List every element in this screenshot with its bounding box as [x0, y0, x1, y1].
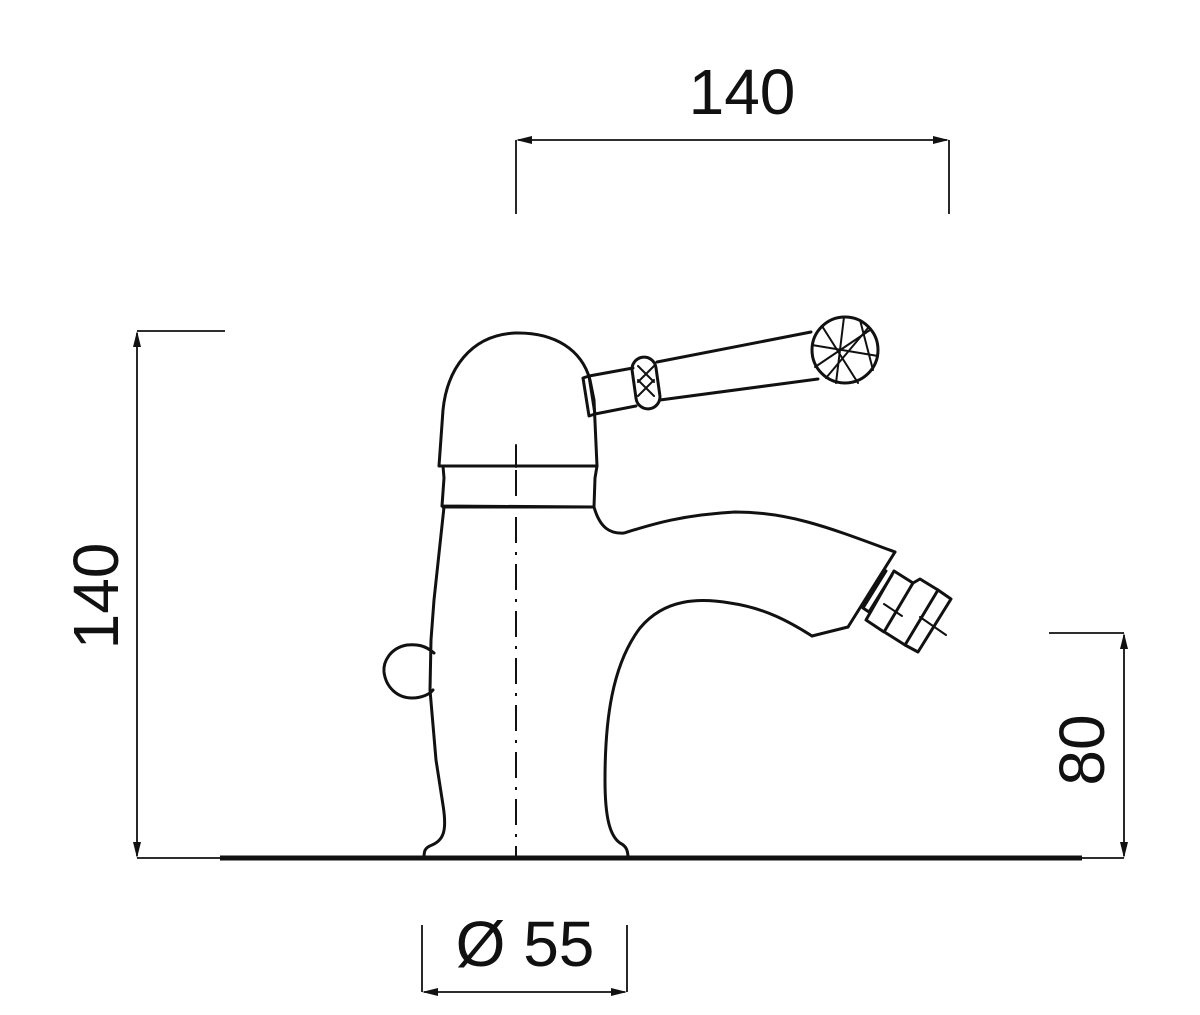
dim-total-height: 140 — [60, 330, 225, 859]
dim-top-width-label: 140 — [689, 56, 796, 128]
dim-outlet-height: 80 — [1046, 632, 1128, 859]
body-right — [603, 599, 814, 860]
lever-handle — [581, 315, 880, 418]
handle-knurl-collar — [630, 355, 662, 411]
dim-base-diameter-label: Ø 55 — [456, 908, 595, 980]
spout-end — [846, 550, 897, 629]
aerator-nozzle — [861, 569, 953, 654]
dim-base-diameter: Ø 55 — [421, 908, 628, 996]
collar-ring — [440, 464, 599, 509]
knob-facets — [811, 316, 879, 384]
pop-up-knob — [382, 643, 436, 700]
dim-top-width: 140 — [515, 56, 950, 214]
dim-total-height-label: 140 — [60, 543, 132, 650]
body — [422, 505, 447, 860]
dome-cap — [437, 331, 599, 468]
dim-outlet-height-label: 80 — [1046, 714, 1118, 785]
spout-top — [592, 505, 897, 554]
